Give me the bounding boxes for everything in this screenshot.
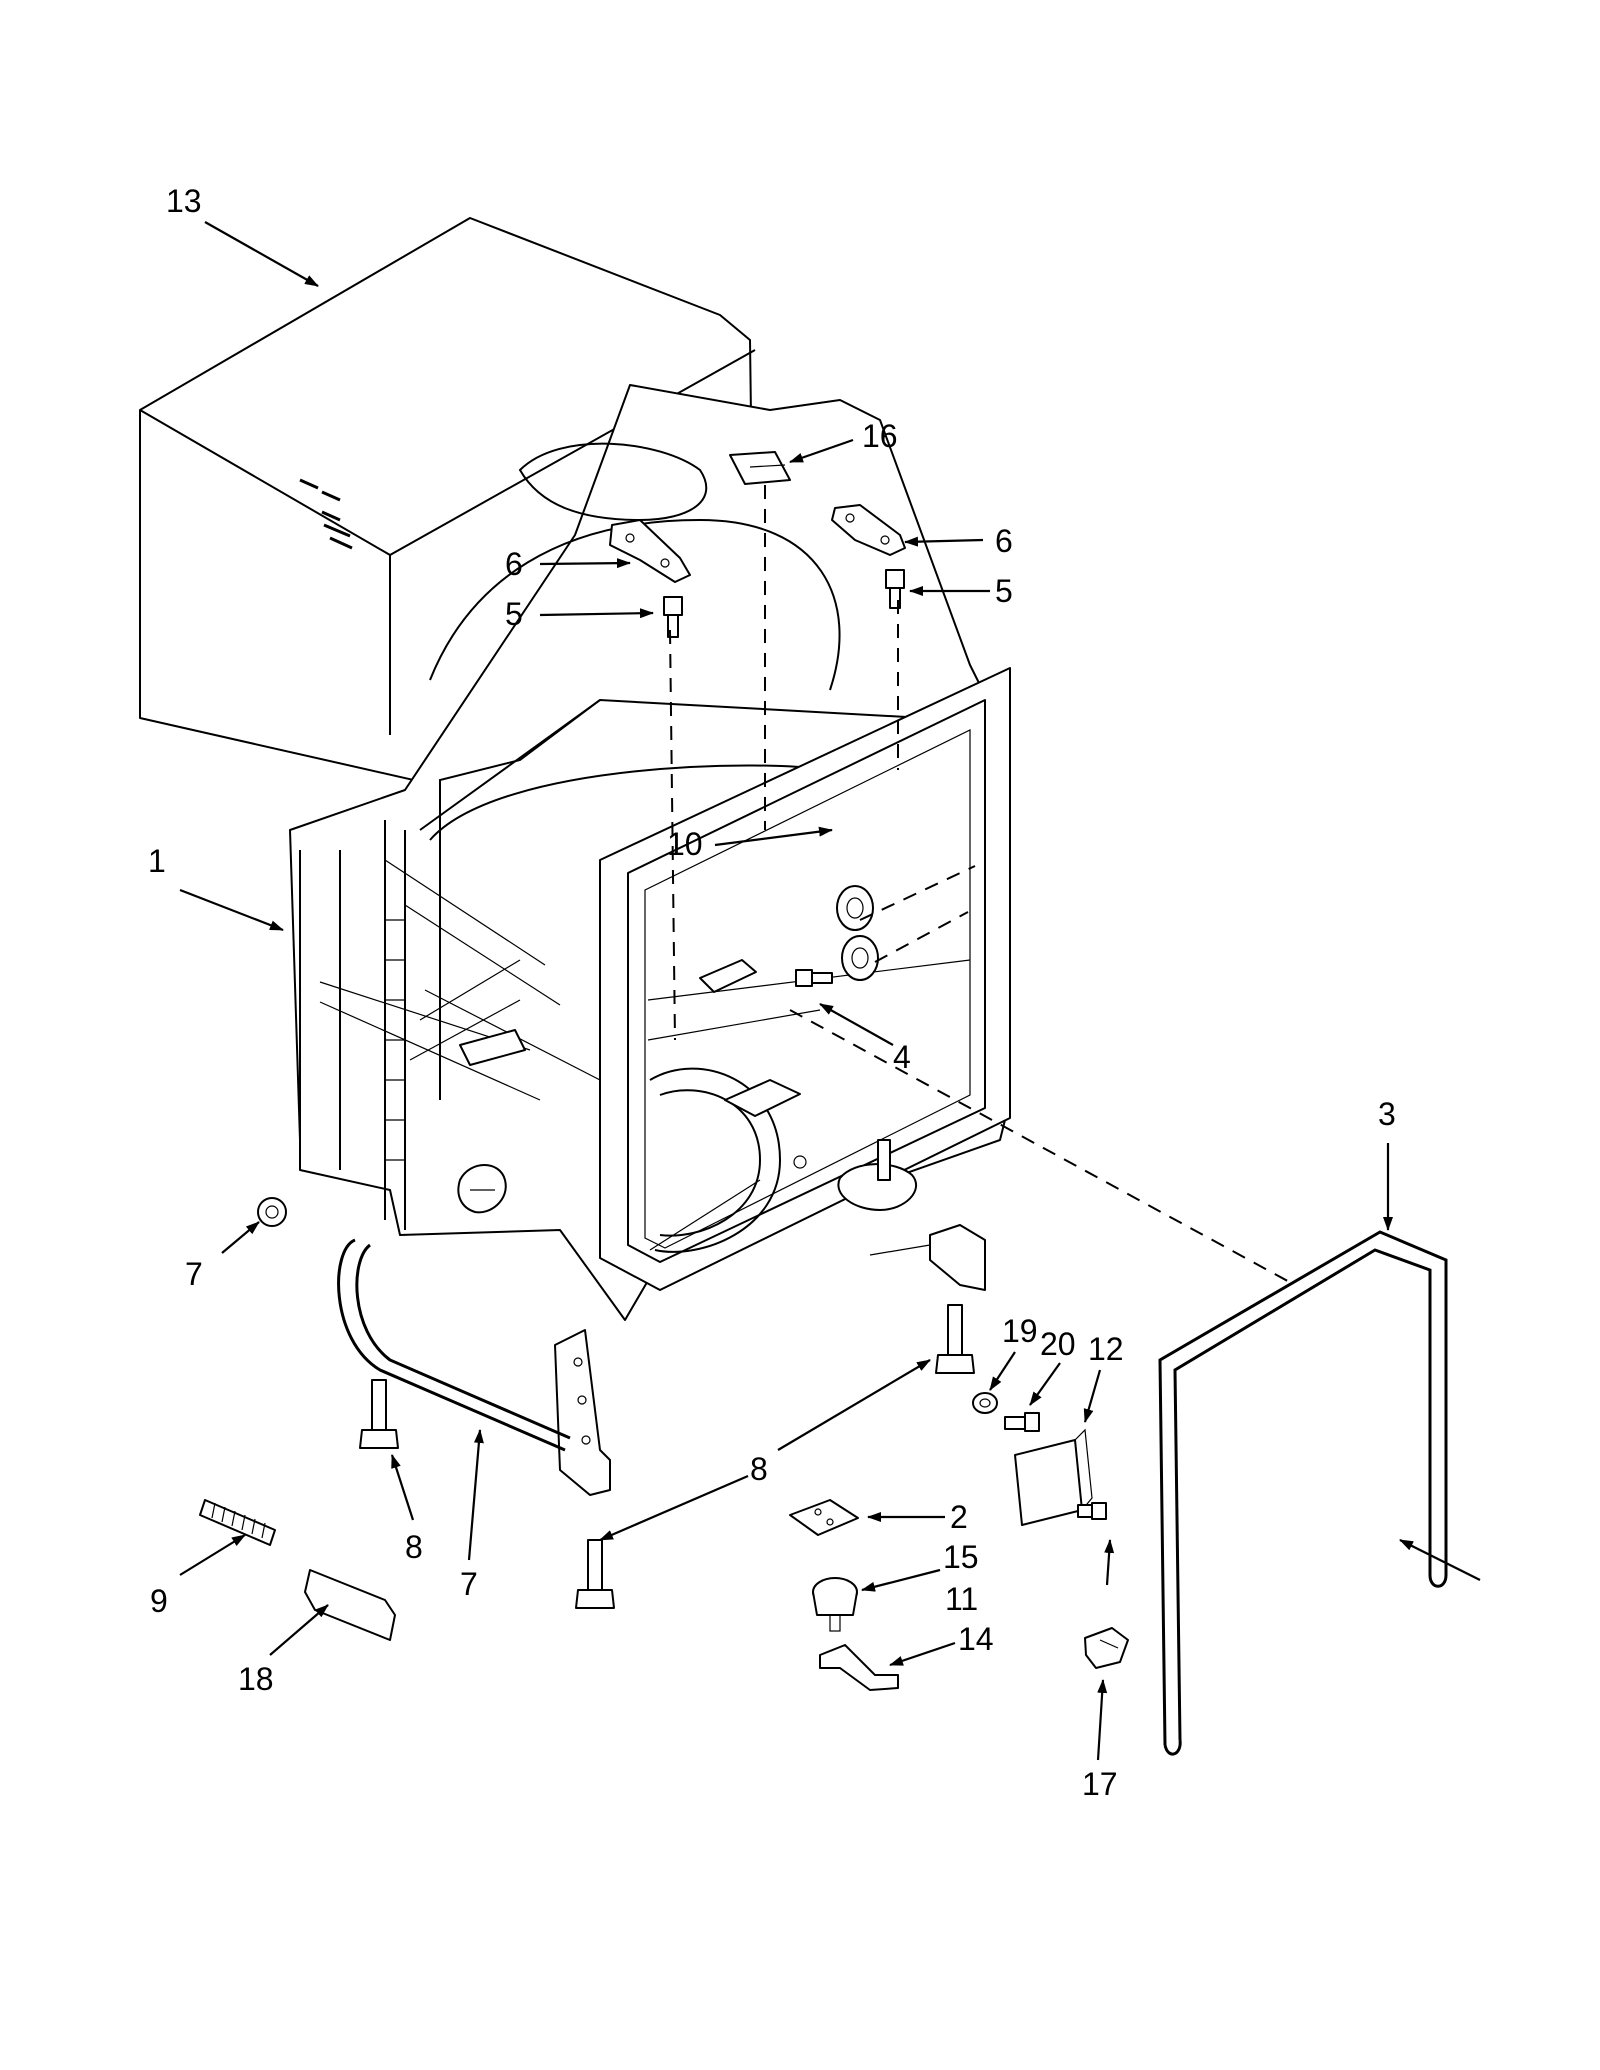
- callout-13: 13: [166, 183, 202, 219]
- top-clip: [729, 451, 791, 485]
- tub-interior: [647, 959, 971, 1253]
- thermostat-bracket: [819, 1644, 899, 1691]
- leveling-leg-3: [575, 1539, 615, 1609]
- callout-19: 19: [1002, 1313, 1038, 1349]
- rear-bracket: [869, 1224, 986, 1291]
- callout-1: 1: [148, 843, 166, 879]
- door-gasket: [1158, 1230, 1448, 1756]
- callout-7-bottom: 7: [460, 1566, 478, 1602]
- callout-16: 16: [862, 418, 898, 454]
- callout-14: 14: [958, 1621, 994, 1657]
- alignment-lines: [669, 485, 1296, 1286]
- callout-labels: 13 16 6 5 6 5 1 10 4 3 7 8 8 7 9 18 19 2…: [148, 183, 1396, 1802]
- leveling-leg-1: [359, 1379, 399, 1449]
- callout-17: 17: [1082, 1766, 1118, 1802]
- spring: [199, 1499, 276, 1546]
- bracket-screw: [1004, 1412, 1040, 1432]
- callout-20: 20: [1040, 1326, 1076, 1362]
- pad: [789, 1499, 859, 1536]
- screw-right: [885, 569, 905, 609]
- callout-6-left: 6: [505, 546, 523, 582]
- washer: [972, 1392, 998, 1414]
- bracket-screw-2: [1077, 1502, 1107, 1520]
- screw-left: [663, 596, 683, 638]
- callout-6-right: 6: [995, 523, 1013, 559]
- callout-11: 11: [945, 1581, 978, 1617]
- callout-9: 9: [150, 1583, 168, 1619]
- callout-18: 18: [238, 1661, 274, 1697]
- rack-frame: [319, 820, 601, 1230]
- callout-3: 3: [1378, 1096, 1396, 1132]
- callout-8-left: 8: [405, 1529, 423, 1565]
- callout-2: 2: [950, 1499, 968, 1535]
- mounting-bracket-left: [609, 519, 691, 583]
- callout-8-right: 8: [750, 1451, 768, 1487]
- drain-hose: [337, 1238, 571, 1452]
- latch: [1084, 1627, 1129, 1669]
- callout-5-left: 5: [505, 596, 523, 632]
- mounting-bracket-right: [831, 504, 906, 556]
- drain-cap: [257, 1197, 287, 1227]
- leveling-leg-2: [935, 1304, 975, 1374]
- callout-15: 15: [943, 1539, 979, 1575]
- callout-7-left: 7: [185, 1256, 203, 1292]
- callout-leaders: [179, 221, 1481, 1761]
- thermostat: [812, 1577, 858, 1632]
- roller-screw: [795, 969, 833, 987]
- callout-4: 4: [893, 1039, 911, 1075]
- callout-10: 10: [667, 826, 703, 862]
- callout-5-right: 5: [995, 573, 1013, 609]
- callout-12: 12: [1088, 1331, 1124, 1367]
- front-bracket: [554, 1329, 611, 1496]
- toe-kick-pad: [304, 1569, 396, 1641]
